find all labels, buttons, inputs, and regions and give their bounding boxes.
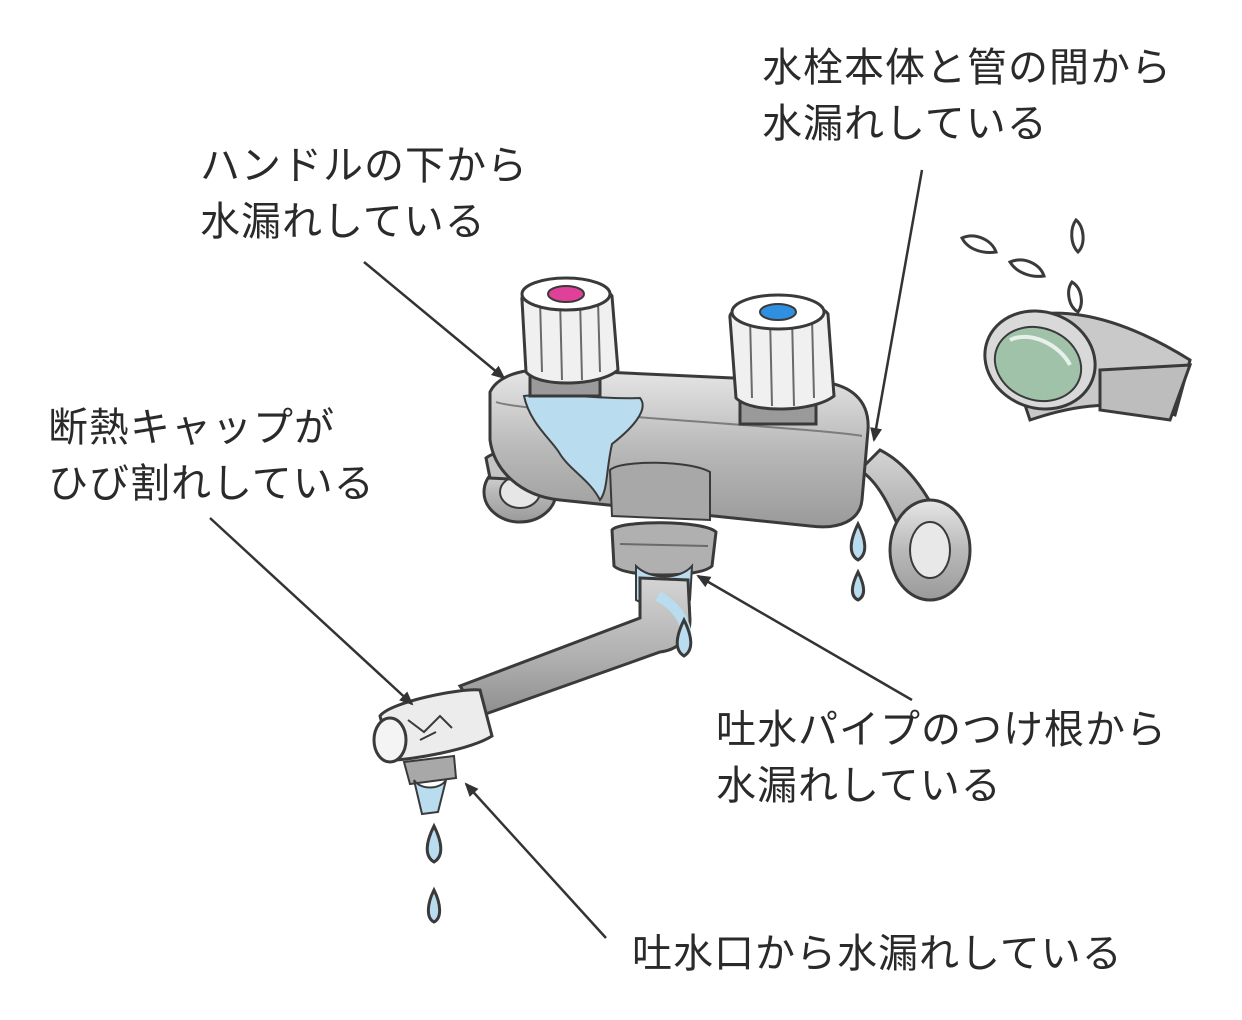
label-line: 水栓本体と管の間から [762, 45, 1172, 91]
hot-handle [520, 276, 620, 398]
label-cap-cracked: 断熱キャップが ひび割れしている [48, 400, 375, 512]
arrow-handle [363, 261, 506, 380]
insulation-cap [372, 688, 494, 816]
spout-pipe [457, 576, 692, 718]
label-handle-leak: ハンドルの下から 水漏れしている [200, 138, 528, 250]
leader-arrows [209, 169, 924, 939]
shower-head-icon [983, 309, 1193, 422]
cold-handle [728, 293, 836, 426]
label-line: ひび割れしている [48, 461, 375, 507]
label-spout-leak: 吐水口から水漏れしている [632, 926, 1123, 982]
label-line: 水漏れしている [200, 199, 486, 245]
right-wall-connector [857, 448, 972, 602]
arrow-cap [209, 517, 414, 706]
arrow-pipe-root [696, 574, 913, 702]
hot-indicator-icon [547, 285, 585, 303]
label-line: 吐水パイプのつけ根から [716, 707, 1167, 753]
cold-indicator-icon [759, 303, 797, 321]
label-pipe-root-leak: 吐水パイプのつけ根から 水漏れしている [716, 702, 1167, 814]
label-line: 吐水口から水漏れしている [632, 931, 1123, 977]
label-line: 水漏れしている [762, 101, 1048, 147]
label-line: 水漏れしている [716, 763, 1002, 809]
label-line: ハンドルの下から [200, 143, 528, 189]
water-drop-icon [425, 520, 867, 924]
arrow-spout [464, 782, 607, 939]
shower-drops [959, 217, 1085, 314]
arrow-body-pipe [870, 169, 924, 442]
label-line: 断熱キャップが [48, 405, 335, 451]
label-body-pipe-leak: 水栓本体と管の間から 水漏れしている [762, 40, 1172, 152]
